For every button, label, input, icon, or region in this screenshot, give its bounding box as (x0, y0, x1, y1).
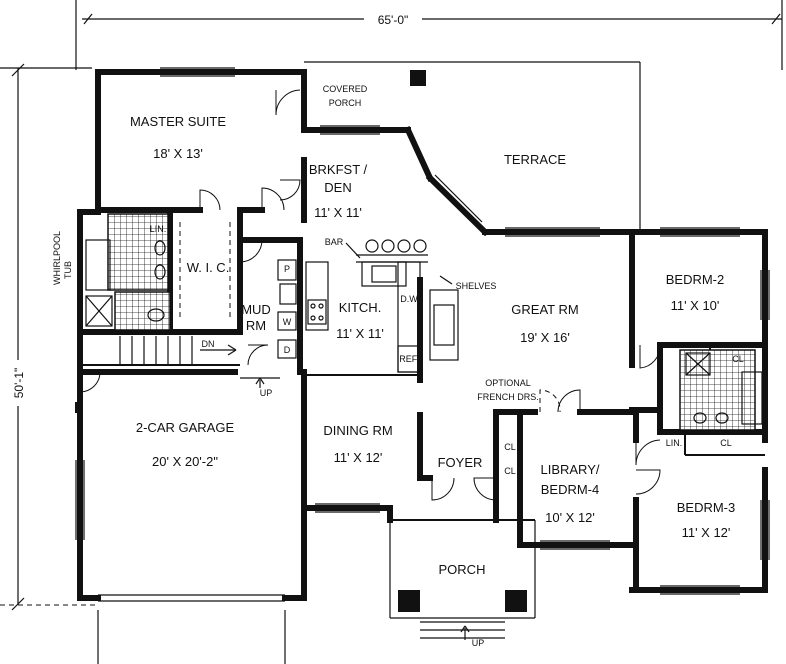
lin-bath-label: LIN. (150, 224, 167, 234)
washer-label: W (283, 317, 292, 327)
closet-label: CL (732, 354, 744, 364)
whirlpool-label: WHIRLPOOL (52, 231, 62, 285)
dryer-label: D (284, 345, 291, 355)
depth-dimension-label: 50'-1" (12, 368, 26, 399)
stair-up-label: UP (260, 388, 273, 398)
library-size: 10' X 12' (545, 510, 595, 525)
garage-door (97, 594, 286, 664)
covered-porch-label: COVERED (323, 84, 368, 94)
brkfst-den-label-2: DEN (324, 180, 351, 195)
bedrm2-label: BEDRM-2 (666, 272, 725, 287)
stair-dn-label: DN (202, 339, 215, 349)
bedrm3-label: BEDRM-3 (677, 500, 736, 515)
porch-post (505, 590, 527, 612)
library-label: LIBRARY/ (540, 462, 599, 477)
mud-rm-label-2: RM (246, 318, 266, 333)
bar-label: BAR (325, 237, 344, 247)
brkfst-den-size: 11' X 11' (314, 205, 362, 220)
porch-label: PORCH (439, 562, 486, 577)
door-swings (79, 89, 661, 501)
windows (75, 67, 770, 595)
closet-label: CL (720, 438, 732, 448)
kitchen-label: KITCH. (339, 300, 382, 315)
bath-tile-floor (107, 213, 169, 291)
closet-label: CL (504, 442, 516, 452)
kitchen-fixtures (277, 239, 459, 373)
master-suite-size: 18' X 13' (153, 146, 203, 161)
bath-tile-floor-lower (114, 291, 171, 331)
great-rm-label: GREAT RM (511, 302, 578, 317)
porch-up-label: UP (472, 638, 485, 648)
dishwasher-label: D.W. (400, 294, 420, 304)
porch-post (410, 70, 426, 86)
bath-fixtures (85, 239, 763, 425)
bedrm3-size: 11' X 12' (682, 525, 731, 540)
garage-label: 2-CAR GARAGE (136, 420, 235, 435)
optional-label-2: FRENCH DRS. (477, 392, 539, 402)
great-rm-size: 19' X 16' (520, 330, 570, 345)
wic-shelving (179, 222, 231, 320)
whirlpool-label-2: TUB (63, 261, 73, 279)
foyer-label: FOYER (438, 455, 483, 470)
width-dimension-label: 65'-0" (378, 13, 409, 27)
optional-label: OPTIONAL (485, 378, 531, 388)
master-suite-label: MASTER SUITE (130, 114, 226, 129)
library-label-2: BEDRM-4 (541, 482, 600, 497)
lin-hall-label: LIN. (666, 438, 683, 448)
kitchen-size: 11' X 11' (336, 326, 384, 341)
refrigerator-label: REF. (399, 354, 419, 364)
walls (75, 61, 768, 619)
shelves-label: SHELVES (456, 281, 497, 291)
width-dimension: 65'-0" (75, 0, 783, 70)
covered-porch-label-2: PORCH (329, 98, 362, 108)
dining-label: DINING RM (323, 423, 392, 438)
mud-rm-label: MUD (241, 302, 271, 317)
dining-size: 11' X 12' (334, 450, 383, 465)
porch-post (398, 590, 420, 612)
closet-label: CL (504, 466, 516, 476)
depth-dimension: 50'-1" (0, 63, 98, 611)
garage-size: 20' X 20'-2" (152, 454, 218, 469)
terrace-label: TERRACE (504, 152, 566, 167)
stairs (119, 336, 505, 640)
bedrm2-size: 11' X 10' (671, 298, 720, 313)
pantry-label: P (284, 264, 290, 274)
wic-label: W. I. C. (187, 260, 230, 275)
brkfst-den-label: BRKFST / (309, 162, 368, 177)
